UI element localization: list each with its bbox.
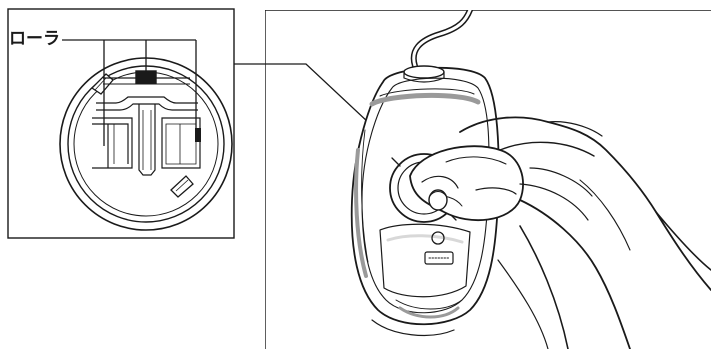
roller-pointer-lines — [62, 39, 197, 146]
center-strut — [96, 96, 198, 176]
roller-inset-panel — [7, 8, 235, 239]
roller-label: ローラ — [9, 29, 60, 49]
main-illustration — [265, 10, 711, 349]
product-label-plate — [424, 251, 454, 265]
right-roller-block — [161, 117, 201, 169]
mouse-cable — [410, 10, 473, 69]
retaining-tab-bottom-right — [170, 175, 194, 198]
hand-with-cloth — [409, 116, 711, 349]
sensor-hole — [431, 231, 445, 245]
